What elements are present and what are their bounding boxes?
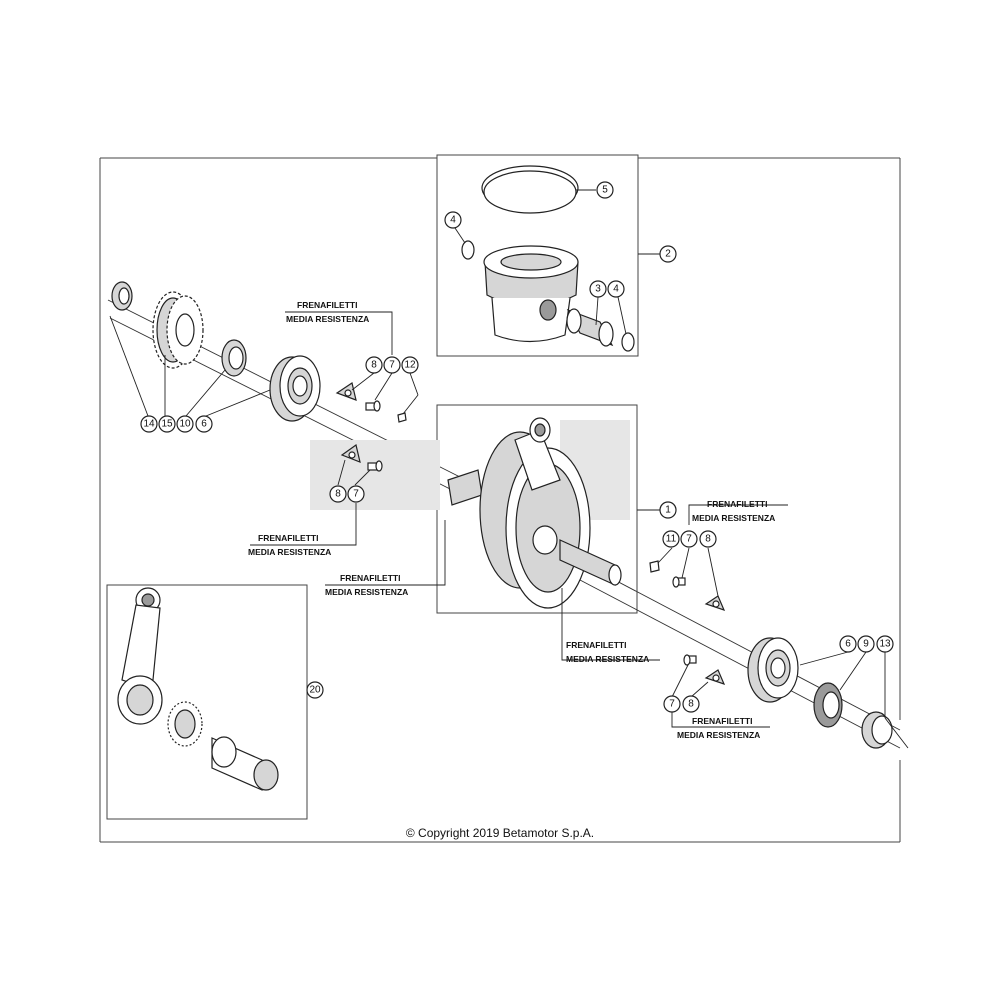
piston-icon — [483, 245, 579, 343]
svg-text:FRENAFILETTI: FRENAFILETTI — [297, 300, 357, 310]
piston-ring-icon — [481, 165, 579, 214]
callout-13: 13 — [876, 635, 894, 653]
svg-text:3: 3 — [595, 284, 601, 295]
svg-text:8: 8 — [335, 489, 341, 500]
callout-14: 14 — [140, 415, 158, 433]
svg-text:FRENAFILETTI: FRENAFILETTI — [566, 640, 626, 650]
screw-icon — [365, 400, 381, 412]
note-threadlocker-right: FRENAFILETTI MEDIA RESISTENZA — [692, 499, 775, 523]
callout-5: 5 — [596, 181, 614, 199]
callout-12: 12 — [401, 356, 419, 374]
crankshaft-icon — [447, 417, 622, 609]
svg-text:20: 20 — [309, 685, 321, 696]
svg-text:6: 6 — [845, 639, 851, 650]
screw-icon — [367, 460, 383, 472]
callout-7: 7 — [347, 485, 365, 503]
callout-9: 9 — [857, 635, 875, 653]
svg-text:MEDIA RESISTENZA: MEDIA RESISTENZA — [692, 513, 775, 523]
callout-1: 1 — [659, 501, 677, 519]
lock-plate-icon — [704, 669, 726, 685]
leader-lines — [109, 189, 909, 749]
callout-15: 15 — [158, 415, 176, 433]
circlip-icon — [621, 332, 635, 352]
svg-text:13: 13 — [879, 639, 891, 650]
needle-bearing-icon — [167, 701, 203, 747]
lock-plate-icon — [340, 443, 361, 463]
callout-6: 6 — [195, 415, 213, 433]
svg-text:6: 6 — [201, 419, 207, 430]
callout-6: 6 — [839, 635, 857, 653]
svg-text:MEDIA RESISTENZA: MEDIA RESISTENZA — [677, 730, 760, 740]
callout-8: 8 — [699, 530, 717, 548]
callout-3: 3 — [589, 280, 607, 298]
bearing-icon — [747, 637, 799, 703]
callout-4: 4 — [607, 280, 625, 298]
callout-10: 10 — [176, 415, 194, 433]
svg-text:FRENAFILETTI: FRENAFILETTI — [258, 533, 318, 543]
svg-text:MEDIA RESISTENZA: MEDIA RESISTENZA — [248, 547, 331, 557]
svg-text:FRENAFILETTI: FRENAFILETTI — [707, 499, 767, 509]
svg-text:MEDIA RESISTENZA: MEDIA RESISTENZA — [325, 587, 408, 597]
svg-text:8: 8 — [705, 534, 711, 545]
svg-text:5: 5 — [602, 185, 608, 196]
note-threadlocker-crank: FRENAFILETTI MEDIA RESISTENZA — [325, 573, 408, 597]
gear-icon — [152, 291, 204, 369]
callout-7: 7 — [663, 695, 681, 713]
connecting-rod-icon — [117, 587, 163, 725]
callout-8: 8 — [682, 695, 700, 713]
copyright-notice: © Copyright 2019 Betamotor S.p.A. — [405, 826, 595, 840]
svg-text:7: 7 — [669, 699, 675, 710]
screw-icon — [672, 576, 686, 588]
callout-7: 7 — [680, 530, 698, 548]
lock-plate-icon — [335, 382, 357, 401]
callout-11: 11 — [662, 530, 680, 548]
svg-text:14: 14 — [143, 419, 155, 430]
svg-text:15: 15 — [161, 419, 173, 430]
note-threadlocker-center: FRENAFILETTI MEDIA RESISTENZA — [566, 640, 649, 664]
oil-seal-icon — [111, 281, 133, 311]
svg-text:2: 2 — [665, 249, 671, 260]
svg-text:MEDIA RESISTENZA: MEDIA RESISTENZA — [566, 654, 649, 664]
oil-seal-icon — [813, 682, 843, 728]
connecting-rod-group-box — [106, 584, 308, 820]
note-threadlocker-lower-right: FRENAFILETTI MEDIA RESISTENZA — [677, 716, 760, 740]
callout-8: 8 — [365, 356, 383, 374]
note-threadlocker-left: FRENAFILETTI MEDIA RESISTENZA — [248, 533, 331, 557]
key-icon — [397, 412, 407, 423]
svg-text:4: 4 — [613, 284, 619, 295]
svg-text:9: 9 — [863, 639, 869, 650]
lock-plate-icon — [704, 595, 726, 611]
svg-text:8: 8 — [371, 360, 377, 371]
svg-text:7: 7 — [389, 360, 395, 371]
svg-text:12: 12 — [404, 360, 416, 371]
svg-text:11: 11 — [666, 534, 677, 545]
svg-text:7: 7 — [686, 534, 692, 545]
piston-pin-icon — [566, 308, 614, 347]
piston-group-box — [436, 154, 639, 357]
svg-text:1: 1 — [665, 505, 671, 516]
diagram-frame — [99, 157, 901, 843]
oil-seal-icon — [861, 711, 893, 749]
callout-20: 20 — [306, 681, 324, 699]
circlip-icon — [461, 240, 475, 260]
bearing-icon — [269, 355, 321, 422]
key-icon — [649, 560, 660, 573]
svg-text:FRENAFILETTI: FRENAFILETTI — [692, 716, 752, 726]
oil-seal-icon — [221, 339, 247, 377]
screw-icon — [683, 654, 697, 666]
crank-pin-icon — [211, 736, 279, 791]
svg-text:MEDIA RESISTENZA: MEDIA RESISTENZA — [286, 314, 369, 324]
svg-text:4: 4 — [450, 215, 456, 226]
callout-8: 8 — [329, 485, 347, 503]
svg-text:8: 8 — [688, 699, 694, 710]
callout-2: 2 — [659, 245, 677, 263]
note-threadlocker-top: FRENAFILETTI MEDIA RESISTENZA — [286, 300, 369, 324]
callout-7: 7 — [383, 356, 401, 374]
callout-4: 4 — [444, 211, 462, 229]
svg-text:7: 7 — [353, 489, 359, 500]
svg-text:FRENAFILETTI: FRENAFILETTI — [340, 573, 400, 583]
svg-text:10: 10 — [179, 419, 191, 430]
